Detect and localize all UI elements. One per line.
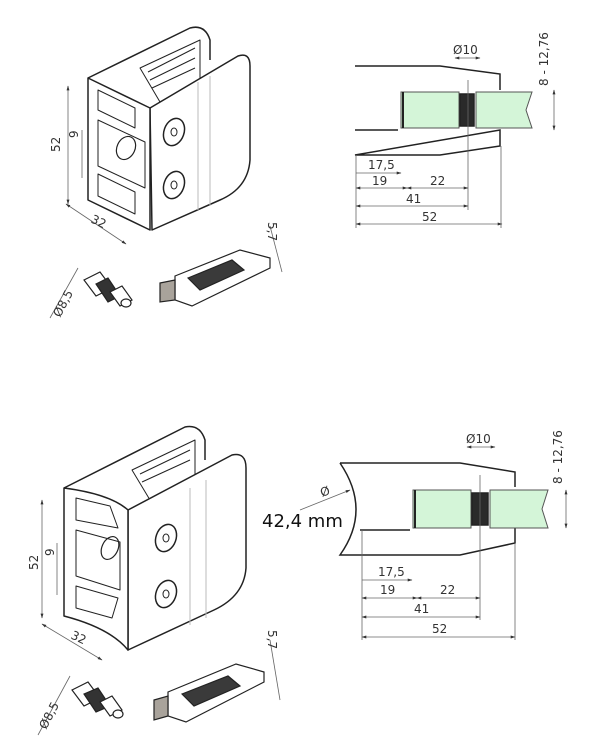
rubber-pad-top (159, 249, 271, 307)
depth-label: 32 (89, 212, 109, 231)
rubber-pad-bottom (153, 663, 265, 723)
dim-52-b: 52 (432, 622, 447, 636)
section-view-top (354, 65, 533, 156)
hole-diameter-label-2: Ø10 (466, 432, 491, 446)
dim-17-5-b: 17,5 (378, 565, 405, 579)
pin-part-bottom (71, 681, 124, 719)
dim-22-b: 22 (440, 583, 455, 597)
section-dims-bottom (299, 445, 568, 640)
hole-diameter-label: Ø10 (453, 43, 478, 57)
tube-diameter-label: 42,4 mm (262, 511, 343, 532)
section-view-bottom (338, 462, 549, 556)
hole-offset-label: 9 (67, 130, 81, 138)
clamp-iso-view-top (87, 26, 251, 231)
tube-symbol: Ø (318, 483, 332, 499)
hole-offset-label-2: 9 (43, 548, 57, 556)
iso-dimensions-top (49, 85, 283, 319)
pin-diameter-label: Ø8,5 (50, 288, 76, 320)
depth-label-2: 32 (69, 628, 89, 647)
dim-52: 52 (422, 210, 437, 224)
pad-thickness-label-2: 5,7 (265, 630, 279, 649)
dim-41-b: 41 (414, 602, 429, 616)
glass-range-label: 8 - 12,76 (537, 32, 551, 86)
dim-19: 19 (372, 174, 387, 188)
dim-22: 22 (430, 174, 445, 188)
height-label-2: 52 (27, 555, 41, 570)
pin-diameter-label-2: Ø8,5 (36, 700, 62, 732)
iso-dimensions-bottom (37, 499, 281, 736)
pad-thickness-label: 5,7 (265, 222, 279, 241)
dim-19-b: 19 (380, 583, 395, 597)
clamp-iso-view-bottom (63, 425, 247, 651)
pin-part-top (83, 271, 133, 308)
height-label: 52 (49, 137, 63, 152)
glass-range-label-2: 8 - 12,76 (551, 430, 565, 484)
dim-41: 41 (406, 192, 421, 206)
section-dims-top (355, 56, 556, 228)
dim-17-5: 17,5 (368, 158, 395, 172)
